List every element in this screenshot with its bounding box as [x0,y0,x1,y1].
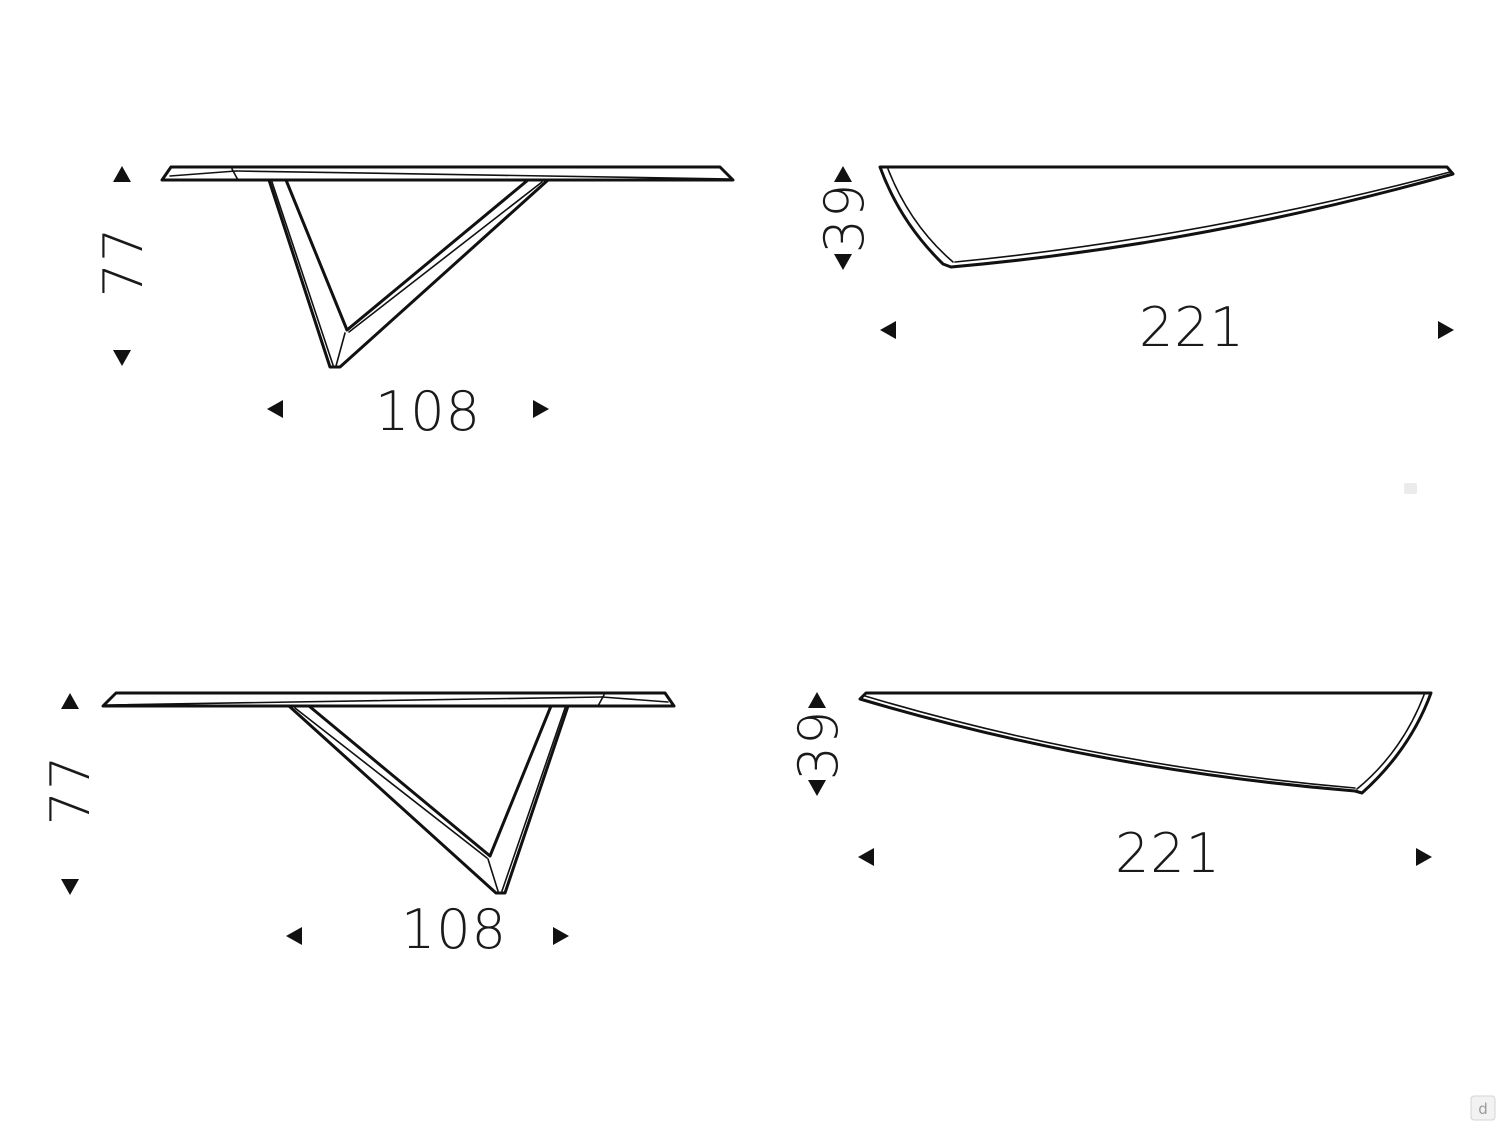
table-top-bevel [231,168,239,181]
height-dimension-label: 77 [39,755,102,826]
width-dimension-label: 108 [401,898,507,961]
table-top-bevel [235,170,733,180]
arrow-left-icon [858,848,874,866]
side-profile-edge [954,171,1451,263]
v-leg-edge [271,181,334,366]
arrow-down-icon [61,879,79,895]
arrow-down-icon [808,780,826,796]
v-leg-edge [294,707,488,859]
v-leg [287,704,570,895]
arrow-up-icon [808,692,826,708]
arrow-left-icon [286,927,302,945]
height-dimension-label: 39 [813,183,876,254]
arrow-right-icon [1438,321,1454,339]
table-top [101,691,676,708]
table-top [160,165,735,182]
side-profile-edge [864,695,1356,789]
arrow-up-icon [834,166,852,182]
arrow-down-icon [113,350,131,366]
table-top-bevel [601,696,669,703]
arrow-right-icon [533,400,549,418]
arrow-down-icon [834,254,852,270]
height-dimension-label: 77 [92,227,155,298]
watermark-box [1470,1095,1496,1121]
arrow-left-icon [880,321,896,339]
v-leg-edge [348,181,543,333]
width-dimension-label: 221 [1139,296,1245,359]
table-top-bevel [597,694,605,707]
v-leg-edge [487,858,499,892]
table-top-bevel [169,170,237,177]
v-leg-edge [335,332,346,367]
side-profile [858,691,1433,795]
side-profile-edge [1356,694,1425,790]
arrow-right-icon [553,927,569,945]
width-dimension-label: 221 [1115,822,1221,885]
height-dimension-label: 39 [787,710,850,781]
arrow-left-icon [267,400,283,418]
side-view-bottom: 39 221 [787,691,1433,885]
table-top-bevel [105,696,603,706]
arrow-up-icon [61,693,79,709]
watermark-badge: d [1470,1095,1496,1121]
arrow-up-icon [113,166,131,182]
v-leg-edge [501,707,566,892]
side-view-top: 39 221 [813,165,1455,359]
v-leg [267,178,550,369]
side-profile-edge [887,168,954,263]
front-view-bottom: 77 108 [39,691,676,961]
arrow-right-icon [1416,848,1432,866]
side-profile [878,165,1455,269]
smudge-mark [1404,483,1417,494]
width-dimension-label: 108 [375,380,481,443]
front-view-top: 77 108 [92,165,735,443]
watermark-logo: d [1478,1100,1488,1118]
